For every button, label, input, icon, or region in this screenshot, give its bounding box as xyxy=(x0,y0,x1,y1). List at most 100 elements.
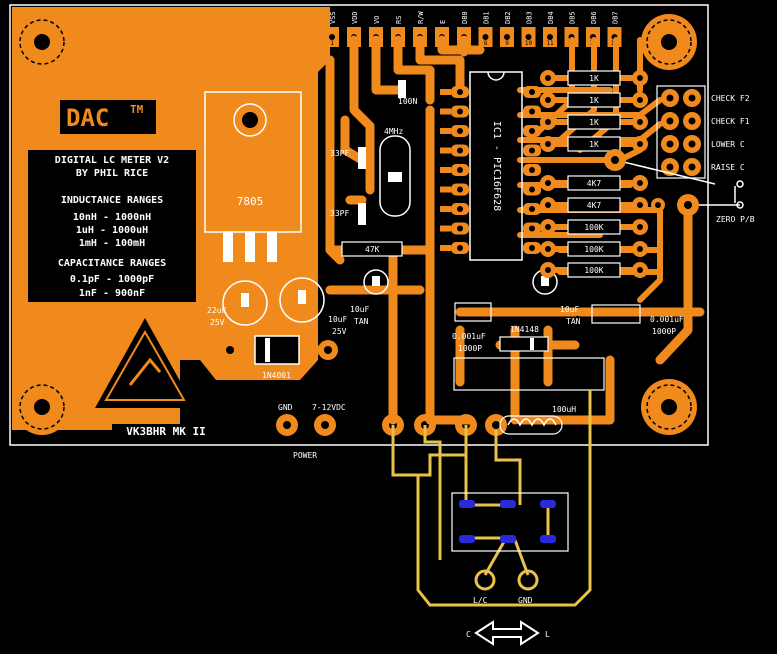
lcd-pin-name: DB7 xyxy=(612,11,620,24)
resistor-label: 1K xyxy=(589,96,599,105)
gnd-label: GND xyxy=(278,403,293,412)
res-47k: 47K xyxy=(341,241,403,257)
zero-pushbutton xyxy=(604,149,744,216)
lcd-pin: DB4 11 xyxy=(543,11,557,47)
lcd-pin-number: 10 xyxy=(525,40,533,47)
switch-wiring xyxy=(391,390,592,607)
cap-0001uf-right-label: 0.001uF xyxy=(650,315,684,324)
ic-pads xyxy=(440,86,541,254)
vdc-label: 7-12VDC xyxy=(312,403,346,412)
cap-0001uf-left-label: 0.001uF xyxy=(452,332,486,341)
regulator-label: 7805 xyxy=(237,195,264,208)
lcd-pin-name: DB2 xyxy=(504,11,512,24)
resistor-label: 100K xyxy=(584,266,603,275)
zero-pb-label: ZERO P/B xyxy=(716,215,755,224)
test-terminals: L/C GND xyxy=(473,569,539,605)
cap-10uf-tan-right-label: 10uF xyxy=(560,305,579,314)
lcd-pin: VSS 1 xyxy=(325,11,339,47)
esd-warning-icon xyxy=(95,318,195,408)
inductor-label: 100uH xyxy=(552,405,576,414)
cap-10uf-left: 10uF 25V xyxy=(279,277,347,336)
lcd-pin-name: DB6 xyxy=(590,11,598,24)
arrow-c-label: C xyxy=(466,630,471,639)
lc-switch[interactable] xyxy=(451,492,569,552)
lcd-pin-number: 11 xyxy=(546,40,554,47)
cap-10uf-left-voltage: 25V xyxy=(332,327,347,336)
cl-arrow-icon: C L xyxy=(466,620,550,646)
resistor-label: 1K xyxy=(589,74,599,83)
resistor-label: 100K xyxy=(584,223,603,232)
cap-10uf-tan-left-label: 10uF xyxy=(350,305,369,314)
lcd-pin-name: VDD xyxy=(351,11,359,24)
title-line-2: BY PHIL RICE xyxy=(76,168,148,179)
inductance-range-3: 1mH - 100mH xyxy=(79,238,145,249)
button-raise-c: RAISE C xyxy=(711,163,745,172)
cap-10uf-tan-left: 10uF TAN xyxy=(350,269,389,326)
mounting-holes xyxy=(14,14,697,435)
power-label: POWER xyxy=(293,451,317,460)
button-connector xyxy=(656,85,706,179)
lcd-pin-name: R/W xyxy=(417,11,425,24)
switch-contact xyxy=(459,500,475,508)
cap-22uf-voltage: 25V xyxy=(210,318,225,327)
lcd-pin-name: DB1 xyxy=(483,11,491,24)
cap-33pf-1-label: 33PF xyxy=(330,149,349,158)
lcd-pin-name: DB4 xyxy=(547,11,555,24)
title-line-1: DIGITAL LC METER V2 xyxy=(55,155,169,166)
inductance-range-2: 1uH - 1000uH xyxy=(76,225,148,236)
lcd-pin-name: DB3 xyxy=(526,11,534,24)
switch-lc-label: L/C xyxy=(473,596,488,605)
author-tag: VK3BHR MK II xyxy=(126,425,205,438)
lcd-pin: DB3 10 xyxy=(521,11,536,47)
resistor: 1K xyxy=(540,92,648,108)
resistor: 4K7 xyxy=(540,197,648,213)
cap-100n: 100N xyxy=(398,80,417,106)
cap-33pf-2: 33PF xyxy=(330,203,366,225)
switch-contact xyxy=(500,535,516,543)
button-check-f1: CHECK F1 xyxy=(711,117,750,126)
lcd-pin-name: VO xyxy=(373,16,381,24)
lcd-pin-name: DB5 xyxy=(569,11,577,24)
spec-block xyxy=(28,150,196,302)
arrow-l-label: L xyxy=(545,630,550,639)
ic-label: IC1 - PIC16F628 xyxy=(491,121,502,211)
resistor-label: 100K xyxy=(584,245,603,254)
resistor-label: 1K xyxy=(589,118,599,127)
capacitance-range-2: 1nF - 900nF xyxy=(79,288,145,299)
logo-tm: TM xyxy=(130,103,144,116)
lcd-pin-number: 1 xyxy=(330,40,334,47)
resistor: 100K xyxy=(540,219,648,235)
cap-0001uf-left-sub: 1000P xyxy=(458,344,482,353)
regulator-7805: 7805 xyxy=(204,91,302,262)
inductance-range-1: 10nH - 1000nH xyxy=(73,212,151,223)
switch-contact xyxy=(540,535,556,543)
button-lower-c: LOWER C xyxy=(711,140,745,149)
cap-10uf-tan-left-type: TAN xyxy=(354,317,369,326)
cap-10uf-left-label: 10uF xyxy=(328,315,347,324)
resistor: 100K xyxy=(540,241,648,257)
cap-33pf-2-label: 33PF xyxy=(330,209,349,218)
cap-22uf: 22uF 25V xyxy=(207,280,268,327)
inductor-100uh: 100uH xyxy=(499,405,576,435)
cap-0001uf-left: 0.001uF 1000P xyxy=(452,302,492,353)
lcd-pin-name: VSS xyxy=(329,11,337,24)
ic1-pic16f628: IC1 - PIC16F628 xyxy=(469,71,523,261)
diode-1n4001-label: 1N4001 xyxy=(262,371,291,380)
inductance-heading: INDUCTANCE RANGES xyxy=(61,195,163,206)
resistor: 1K xyxy=(540,70,648,86)
button-check-f2: CHECK F2 xyxy=(711,94,750,103)
cap-10uf-tan-right-type: TAN xyxy=(566,317,581,326)
cap-33pf-1: 33PF xyxy=(330,147,366,169)
capacitance-range-1: 0.1pF - 1000pF xyxy=(70,274,154,285)
cap-100n-label: 100N xyxy=(398,97,417,106)
lcd-pin-number: 9 xyxy=(505,40,509,47)
resistor: 100K xyxy=(540,262,648,278)
resistor: 1K xyxy=(540,136,648,152)
diode-1n4148: 1N4148 xyxy=(499,325,549,352)
res-47k-label: 47K xyxy=(365,245,380,254)
crystal-label: 4MHz xyxy=(384,127,403,136)
lcd-pin: DB2 9 xyxy=(500,11,514,47)
lcd-pin-name: RS xyxy=(395,16,403,24)
